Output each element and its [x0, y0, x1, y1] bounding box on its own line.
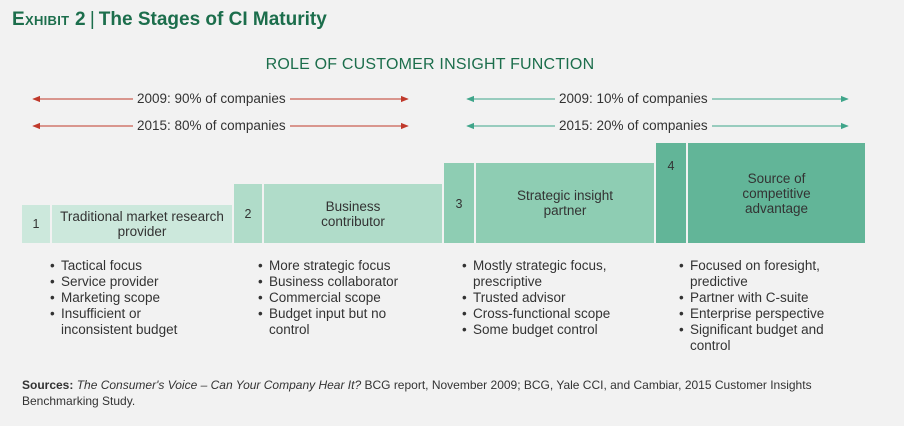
stage-4-characteristics: Focused on foresight, predictive Partner…: [679, 258, 859, 354]
characteristic-item: Tactical focus: [50, 258, 230, 274]
characteristic-item: Enterprise perspective: [679, 306, 859, 322]
stage-name: Business contributor: [321, 198, 385, 229]
characteristic-item: Business collaborator: [258, 274, 438, 290]
stage-number: 4: [667, 159, 675, 173]
characteristic-item: Cross-functional scope: [462, 306, 647, 322]
characteristic-item: Mostly strategic focus, prescriptive: [462, 258, 647, 290]
stage-number: 2: [244, 206, 252, 221]
section-heading: ROLE OF CUSTOMER INSIGHT FUNCTION: [265, 56, 595, 73]
characteristic-item: Trusted advisor: [462, 290, 647, 306]
arrow-label: 2009: 90% of companies: [133, 91, 290, 106]
sources-text: BCG report, November 2009; BCG, Yale CCI…: [22, 378, 812, 408]
stage-number-box: 4: [656, 143, 686, 243]
stage-3-characteristics: Mostly strategic focus, prescriptive Tru…: [462, 258, 647, 338]
stage-name: Traditional market research provider: [60, 209, 224, 239]
characteristic-item: Insufficient or inconsistent budget: [50, 306, 191, 338]
characteristic-item: Marketing scope: [50, 290, 230, 306]
characteristic-item: Budget input but no control: [258, 306, 414, 338]
characteristic-item: Focused on foresight, predictive: [679, 258, 850, 290]
stage-name-box: Strategic insight partner: [476, 163, 654, 243]
exhibit-heading: The Stages of CI Maturity: [98, 9, 327, 30]
stage-number: 1: [32, 217, 40, 231]
stage-name: Source of competitive advantage: [742, 171, 811, 216]
arrow-label: 2009: 10% of companies: [555, 91, 712, 106]
characteristic-item: Service provider: [50, 274, 230, 290]
stage-1-characteristics: Tactical focus Service provider Marketin…: [50, 258, 230, 338]
stage-number: 3: [455, 197, 463, 211]
characteristic-item: Commercial scope: [258, 290, 438, 306]
exhibit-title: Exhibit 2|The Stages of CI Maturity: [12, 9, 327, 31]
characteristic-item: Significant budget and control: [679, 322, 850, 354]
sources-label: Sources:: [22, 378, 74, 392]
stage-number-box: 2: [234, 184, 262, 243]
sources-report-title: The Consumer's Voice – Can Your Company …: [76, 378, 362, 392]
characteristic-item: Some budget control: [462, 322, 647, 338]
arrow-label: 2015: 80% of companies: [133, 118, 290, 133]
stage-name: Strategic insight partner: [516, 188, 614, 218]
stage-number-box: 1: [22, 205, 50, 243]
stage-name-box: Traditional market research provider: [52, 205, 232, 243]
exhibit-label: Exhibit 2: [12, 9, 86, 30]
stage-number-box: 3: [444, 163, 474, 243]
arrow-label: 2015: 20% of companies: [555, 118, 712, 133]
characteristic-item: More strategic focus: [258, 258, 438, 274]
stage-name-box: Business contributor: [264, 184, 442, 243]
stage-2-characteristics: More strategic focus Business collaborat…: [258, 258, 438, 338]
sources-note: Sources: The Consumer's Voice – Can Your…: [22, 377, 882, 409]
stage-name-box: Source of competitive advantage: [688, 143, 865, 243]
characteristic-item: Partner with C-suite: [679, 290, 859, 306]
title-separator: |: [89, 9, 95, 30]
